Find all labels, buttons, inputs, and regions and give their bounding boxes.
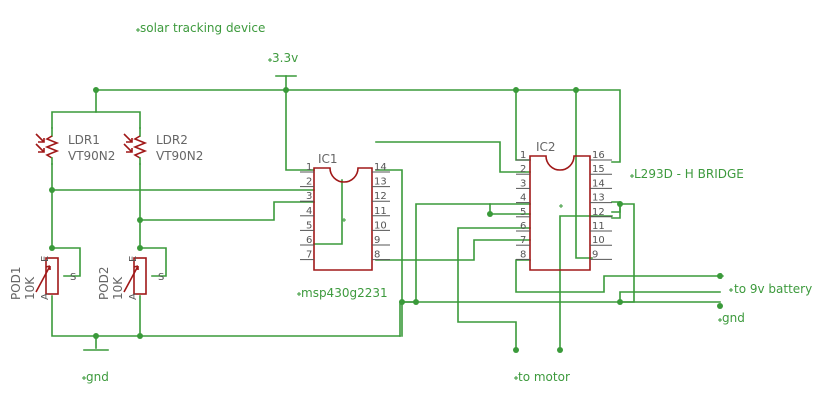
- ic2-name: IC2: [536, 140, 556, 154]
- ic2-left-pin-number: 2: [520, 164, 526, 175]
- ic1-left-pin-number: 4: [306, 206, 312, 217]
- ldr1: LDR1 VT90N2: [35, 127, 115, 165]
- ic1-left-pin-number: 2: [306, 177, 312, 188]
- pod1-name: POD1: [9, 266, 23, 300]
- ic1-right-pin-number: 10: [374, 220, 387, 231]
- ic2-right-pin-number: 16: [592, 150, 605, 161]
- ic1-right-pin-number: 14: [374, 162, 387, 173]
- ic1-left-pin-number: 6: [306, 235, 312, 246]
- ic2-left-pin-number: 1: [520, 150, 526, 161]
- pod1-pin-e: E: [40, 256, 51, 262]
- pod1: POD1 10K E A S: [9, 256, 76, 300]
- junctions: [49, 87, 723, 353]
- pod2: POD2 10K E A S: [97, 256, 164, 300]
- ic2-right-pin-number: 11: [592, 221, 605, 232]
- ic2-left-pins: 1 2 3 4 5 6 7 8: [516, 150, 530, 260]
- ic1-right-pins: 14 13 12 11 10 9 8: [372, 162, 390, 261]
- pod1-pin-a: A: [40, 293, 51, 300]
- ic2-part-label: L293D - H BRIDGE: [634, 167, 744, 181]
- ic2-right-pin-number: 9: [592, 249, 598, 260]
- ic2-right-pin-number: 14: [592, 178, 605, 189]
- pod2-pin-s: S: [158, 272, 164, 283]
- battery-label: to 9v battery: [734, 282, 812, 296]
- pod2-name: POD2: [97, 266, 111, 300]
- motor-label: to motor: [518, 370, 570, 384]
- ic2-left-pin-number: 3: [520, 178, 526, 189]
- ic1-right-pin-number: 13: [374, 177, 387, 188]
- pod2-pin-a: A: [128, 293, 139, 300]
- supply-label: 3.3v: [272, 51, 298, 65]
- label-origin-markers: [82, 28, 733, 380]
- wires: [51, 89, 721, 351]
- ground-label-right: gnd: [722, 311, 745, 325]
- pod2-value: 10K: [111, 276, 125, 300]
- ic1-right-pin-number: 11: [374, 206, 387, 217]
- ic2-right-pin-number: 12: [592, 207, 605, 218]
- ic1-name: IC1: [318, 152, 338, 166]
- ic2-right-pin-number: 13: [592, 193, 605, 204]
- ic1-right-pin-number: 9: [374, 235, 380, 246]
- ic2-right-pin-number: 10: [592, 235, 605, 246]
- ground-label-left: gnd: [86, 370, 109, 384]
- ldr1-name: LDR1: [68, 133, 100, 147]
- ic2-left-pin-number: 6: [520, 221, 526, 232]
- ldr2-name: LDR2: [156, 133, 188, 147]
- ic1-right-pin-number: 12: [374, 191, 387, 202]
- pod2-pin-e: E: [128, 256, 139, 262]
- ldr2-value: VT90N2: [156, 149, 203, 163]
- ic1-right-pin-number: 8: [374, 250, 380, 261]
- ic2-left-pin-number: 7: [520, 235, 526, 246]
- ic1-left-pin-number: 5: [306, 220, 312, 231]
- pod1-pin-s: S: [70, 272, 76, 283]
- ic1-left-pin-number: 3: [306, 191, 312, 202]
- ldr2: LDR2 VT90N2: [123, 127, 203, 165]
- ic1-left-pins: 1 2 3 4 5 6 7: [300, 162, 314, 261]
- ic1-left-pin-number: 7: [306, 250, 312, 261]
- ic2-left-pin-number: 4: [520, 193, 526, 204]
- ic2-left-pin-number: 8: [520, 249, 526, 260]
- schematic-title: solar tracking device: [140, 21, 265, 35]
- ic1-left-pin-number: 1: [306, 162, 312, 173]
- battery-terminals: [718, 273, 724, 279]
- ic2-right-pin-number: 15: [592, 164, 605, 175]
- ic2-right-pins: 16 15 14 13 12 11 10 9: [590, 150, 612, 260]
- ic1-part-label: msp430g2231: [301, 286, 388, 300]
- ic2-left-pin-number: 5: [520, 207, 526, 218]
- ldr1-value: VT90N2: [68, 149, 115, 163]
- pod1-value: 10K: [23, 276, 37, 300]
